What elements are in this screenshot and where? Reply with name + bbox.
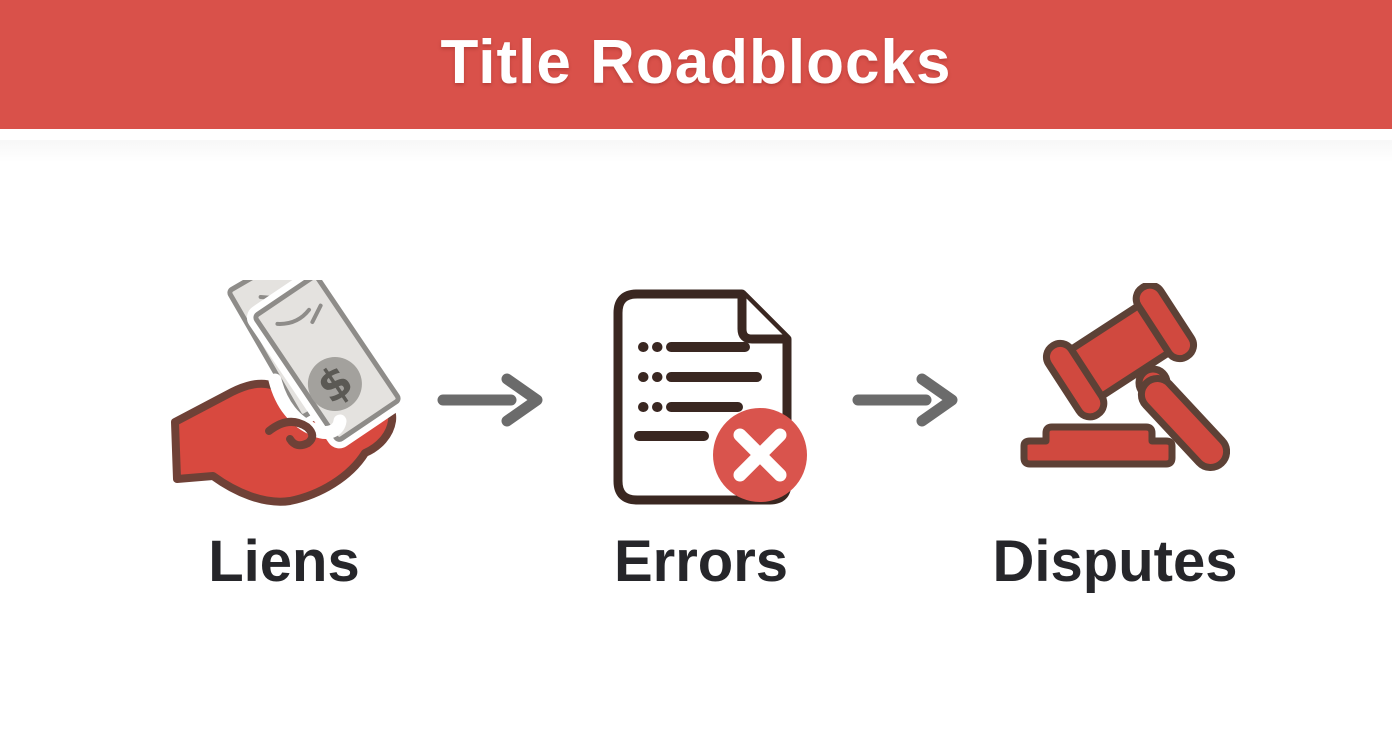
- arrow-right-icon: [437, 373, 543, 427]
- money-in-hand-icon: $: [171, 280, 405, 506]
- header-banner: Title Roadblocks: [0, 0, 1392, 129]
- page-title: Title Roadblocks: [440, 28, 952, 97]
- arrow-right-icon: [852, 373, 958, 427]
- step-label-disputes: Disputes: [992, 529, 1238, 594]
- error-x-badge: [713, 408, 807, 502]
- banner-shadow-band: [0, 140, 1392, 162]
- step-label-liens: Liens: [208, 529, 360, 594]
- document-error-icon: [613, 289, 807, 505]
- gavel-icon: [1020, 283, 1230, 472]
- step-label-errors: Errors: [613, 529, 789, 594]
